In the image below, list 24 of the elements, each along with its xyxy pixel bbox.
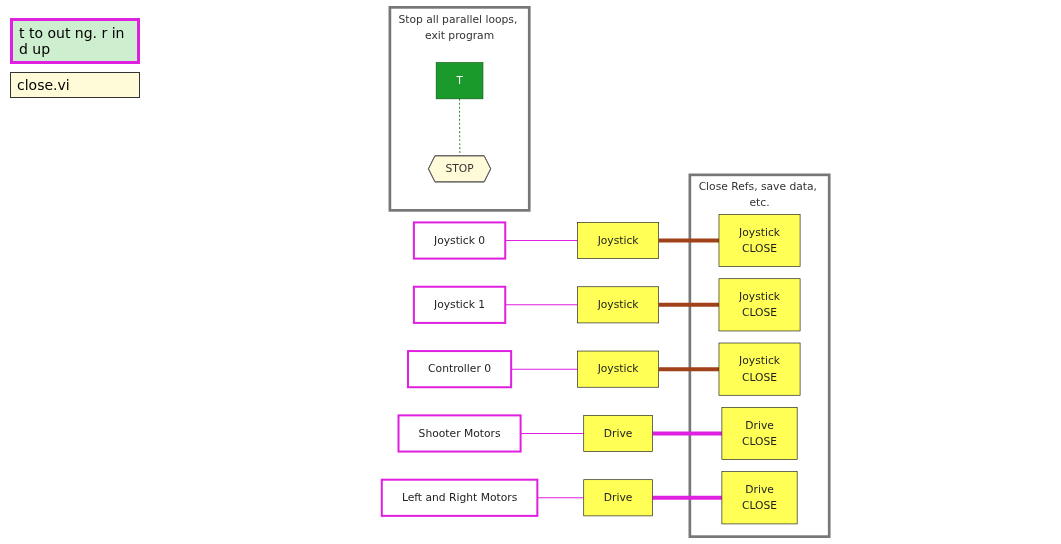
node-box: Drive CLOSE <box>721 407 798 460</box>
node-box: Controller 0 <box>407 350 513 389</box>
connector <box>658 367 719 372</box>
connector <box>652 495 722 500</box>
connector <box>658 238 719 243</box>
node-box: Shooter Motors <box>397 414 522 453</box>
node-box: Joystick CLOSE <box>718 278 801 332</box>
comment-note: t to out ng. r in d up <box>10 18 140 64</box>
node-box: Joystick 0 <box>412 221 507 260</box>
node-box: Joystick <box>577 350 659 388</box>
node-box: Joystick CLOSE <box>718 214 801 267</box>
node-box: Joystick <box>577 222 659 259</box>
node-box: Drive CLOSE <box>721 471 798 525</box>
node-box: Drive <box>583 415 653 452</box>
node-box: Drive <box>583 479 653 517</box>
node-box: Left and Right Motors <box>380 478 539 517</box>
label-tag: close.vi <box>10 72 140 98</box>
node-box: Joystick 1 <box>412 285 507 324</box>
connector <box>652 431 722 436</box>
node-box: T <box>435 62 484 100</box>
node-box: Joystick CLOSE <box>718 342 801 396</box>
node-box: Joystick <box>577 286 659 324</box>
connector <box>520 432 585 434</box>
connector <box>658 302 719 307</box>
